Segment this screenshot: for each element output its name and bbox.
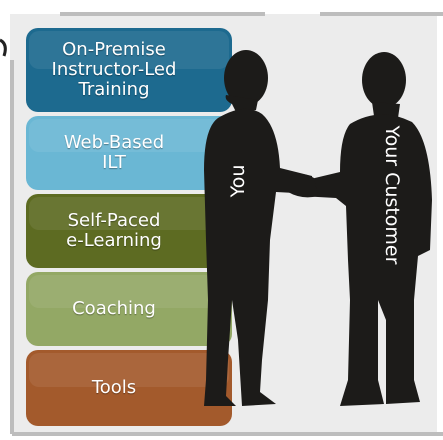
block-web-based-ilt-highlight — [29, 119, 229, 152]
block-on-premise-ilt-highlight — [29, 31, 229, 69]
handshake — [288, 174, 318, 198]
block-coaching — [26, 272, 232, 346]
block-web-based-ilt — [26, 116, 232, 190]
training-blocks — [26, 28, 232, 426]
customer-silhouette — [298, 52, 432, 407]
you-label: You — [227, 164, 249, 198]
corner-fragment — [0, 38, 7, 57]
block-on-premise-ilt — [26, 28, 232, 112]
block-self-paced-highlight — [29, 197, 229, 230]
block-tools-label: Tools — [91, 377, 137, 398]
customer-label: Your Customer — [381, 125, 403, 265]
block-on-premise-ilt-label: On-Premise Instructor-Led Training — [51, 39, 177, 100]
block-coaching-highlight — [29, 275, 229, 308]
block-tools — [26, 350, 232, 426]
block-self-paced-label: Self-Paced e-Learning — [66, 210, 162, 251]
block-coaching-label: Coaching — [72, 298, 156, 319]
block-tools-highlight — [29, 353, 229, 387]
block-self-paced — [26, 194, 232, 268]
you-silhouette — [204, 50, 314, 406]
block-web-based-ilt-label: Web-Based ILT — [63, 132, 165, 173]
